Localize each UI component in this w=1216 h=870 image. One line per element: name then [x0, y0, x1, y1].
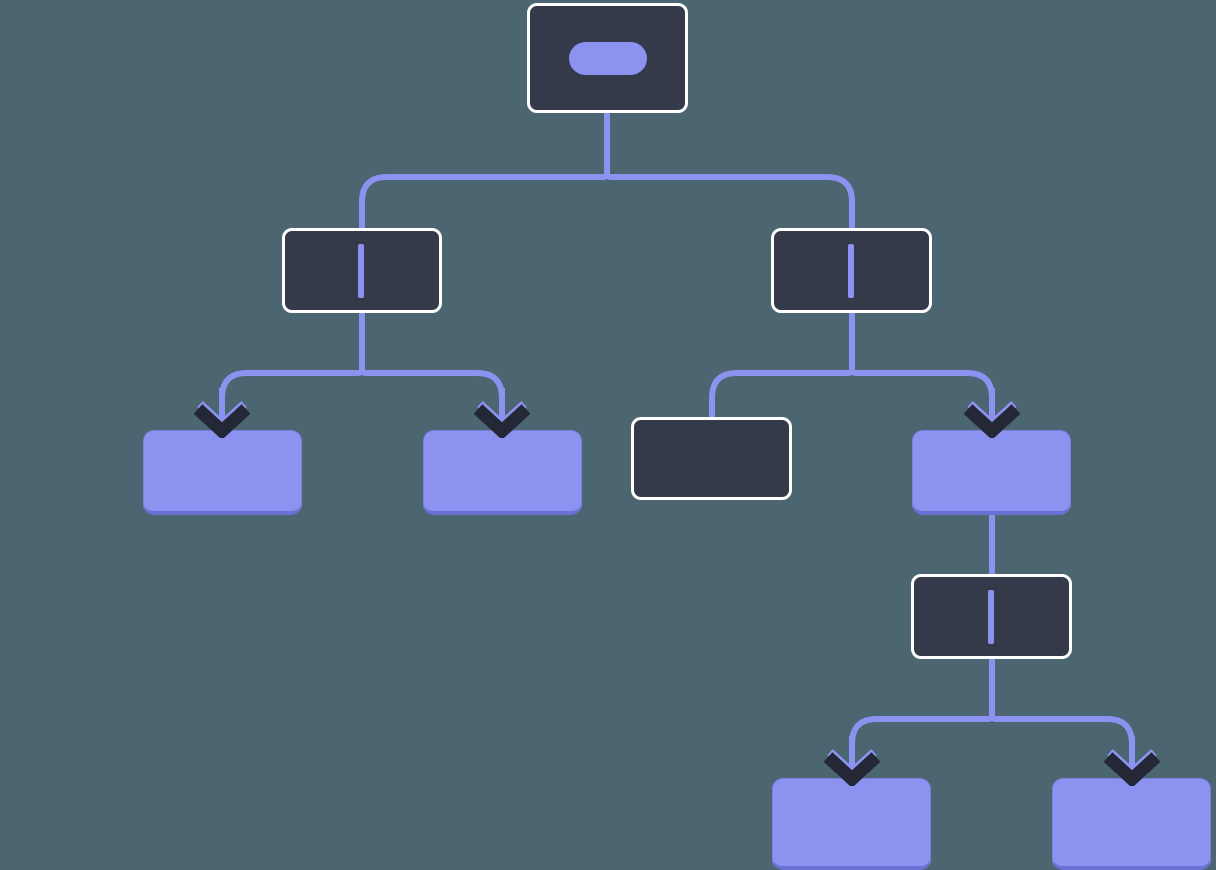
node-leaf-b[interactable]: [423, 430, 582, 515]
node-left-1-label: [358, 244, 364, 298]
arrowhead-light-chevron: [827, 749, 877, 778]
edge: [849, 654, 995, 786]
arrowhead-dark-chevron: [964, 404, 1020, 438]
arrowhead-light-chevron: [967, 401, 1017, 430]
node-right-1-label: [848, 244, 854, 298]
node-leaf-c[interactable]: [912, 430, 1071, 515]
arrow-tail: [989, 388, 995, 416]
node-leaf-e[interactable]: [1052, 778, 1211, 870]
arrowhead-dark-chevron: [1104, 752, 1160, 786]
arrowhead-light-chevron: [197, 401, 247, 430]
edge: [989, 654, 1135, 786]
arrowhead-dark-chevron: [194, 404, 250, 438]
node-leaf-a[interactable]: [143, 430, 302, 515]
arrow-tail: [1129, 736, 1135, 764]
node-sub-dark-label: [988, 590, 994, 644]
arrowhead-dark-chevron: [824, 752, 880, 786]
arrowhead-dark-chevron: [474, 404, 530, 438]
edge: [219, 308, 365, 438]
node-leaf-d[interactable]: [772, 778, 931, 870]
edge: [359, 308, 505, 438]
edge: [709, 308, 855, 424]
arrow-tail: [499, 388, 505, 416]
arrow-tail: [849, 736, 855, 764]
arrowhead-light-chevron: [477, 401, 527, 430]
node-root-label: [569, 42, 647, 75]
arrow-tail: [219, 388, 225, 416]
arrowhead-light-chevron: [1107, 749, 1157, 778]
node-mid-dark[interactable]: [631, 417, 792, 500]
edge: [849, 308, 995, 438]
